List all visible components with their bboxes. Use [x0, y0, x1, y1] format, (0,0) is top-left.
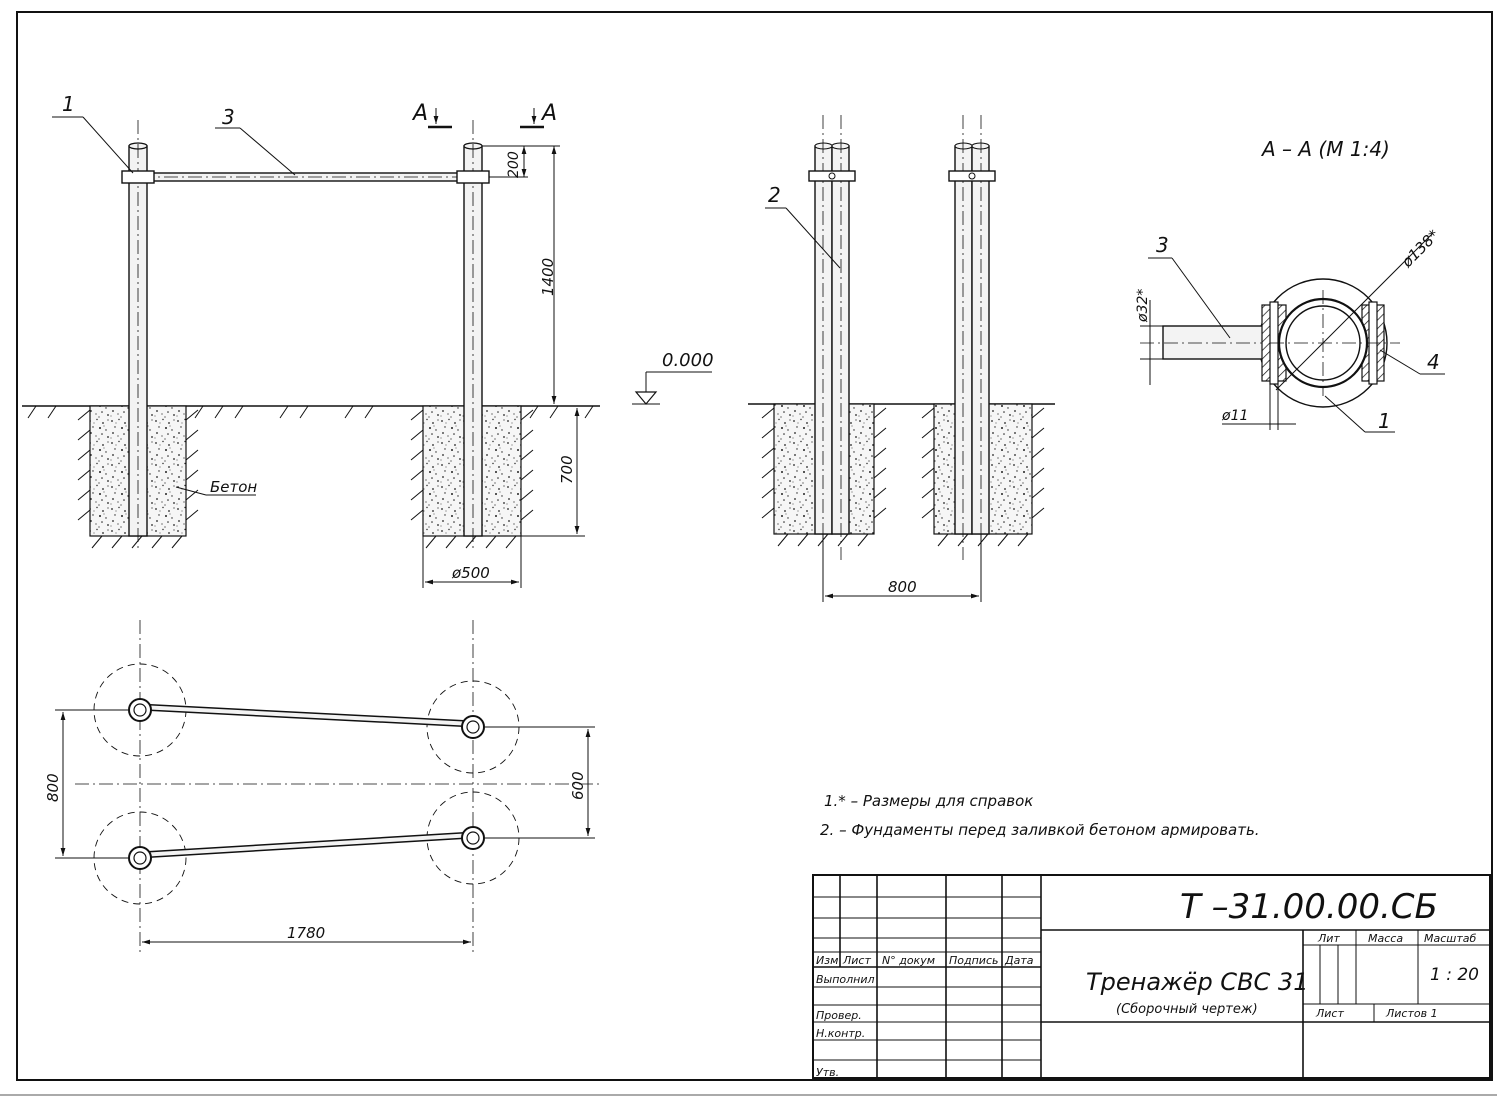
dim-700: 700 [558, 455, 576, 484]
row-nkontr: Н.контр. [816, 1027, 865, 1040]
dim-600-plan: 600 [569, 771, 587, 800]
side-view: 2 800 [748, 115, 1055, 602]
dim-500: ø500 [451, 564, 490, 582]
dim-800-side: 800 [888, 578, 917, 596]
callout-1: 1 [62, 92, 75, 116]
cut-mark-right: A [540, 101, 557, 126]
dim-11: ø11 [1221, 408, 1248, 424]
callout-4: 4 [1427, 350, 1440, 374]
plan-view: 800 600 1780 [44, 620, 600, 955]
note-1: 1.* – Размеры для справок [824, 792, 1033, 810]
notes: 1.* – Размеры для справок 2. – Фундамент… [820, 792, 1260, 839]
row-vypolnil: Выполнил [816, 973, 875, 986]
callout-1-section: 1 [1378, 409, 1391, 433]
dim-1780: 1780 [287, 924, 325, 942]
col-ndokum: N° докум [882, 954, 935, 967]
sheet-frame [16, 11, 1493, 1081]
col-izm: Изм [816, 954, 838, 967]
note-2: 2. – Фундаменты перед заливкой бетоном а… [820, 821, 1260, 839]
product-name: Тренажёр СВС 31 [1086, 968, 1308, 996]
title-block: Т –31.00.00.СБ Тренажёр СВС 31 (Сборочны… [812, 874, 1491, 1079]
massa-label: Масса [1368, 932, 1403, 945]
front-view: 1 3 A A 200 1400 700 ø500 0.000 [22, 92, 714, 588]
callout-3-section: 3 [1156, 233, 1169, 257]
sheet-label: Лист [1315, 1007, 1344, 1020]
row-utv: Утв. [816, 1066, 839, 1079]
masshtab-label: Масштаб [1424, 932, 1476, 945]
col-list: Лист [842, 954, 871, 967]
dim-800-plan: 800 [44, 773, 62, 802]
cut-mark-left: A [411, 101, 428, 126]
dim-1400: 1400 [539, 258, 557, 296]
doc-type: (Сборочный чертеж) [1116, 1002, 1258, 1017]
level-mark: 0.000 [662, 350, 714, 371]
sheets-total: Листов 1 [1385, 1007, 1438, 1020]
section-title: А – А (М 1:4) [1260, 137, 1390, 161]
callout-2: 2 [768, 183, 781, 207]
designation: Т –31.00.00.СБ [1180, 887, 1438, 927]
dim-200: 200 [506, 151, 522, 178]
section-a-a: А – А (М 1:4) ø138* ø32* ø11 3 [1135, 137, 1445, 433]
concrete-label: Бетон [210, 478, 257, 496]
callout-3: 3 [222, 105, 235, 129]
dim-32: ø32* [1135, 289, 1151, 323]
row-prover: Провер. [816, 1009, 862, 1022]
scale-value: 1 : 20 [1430, 965, 1479, 985]
lit-label: Лит [1317, 932, 1340, 945]
col-data: Дата [1004, 954, 1034, 967]
col-podpis: Подпись [949, 954, 998, 967]
